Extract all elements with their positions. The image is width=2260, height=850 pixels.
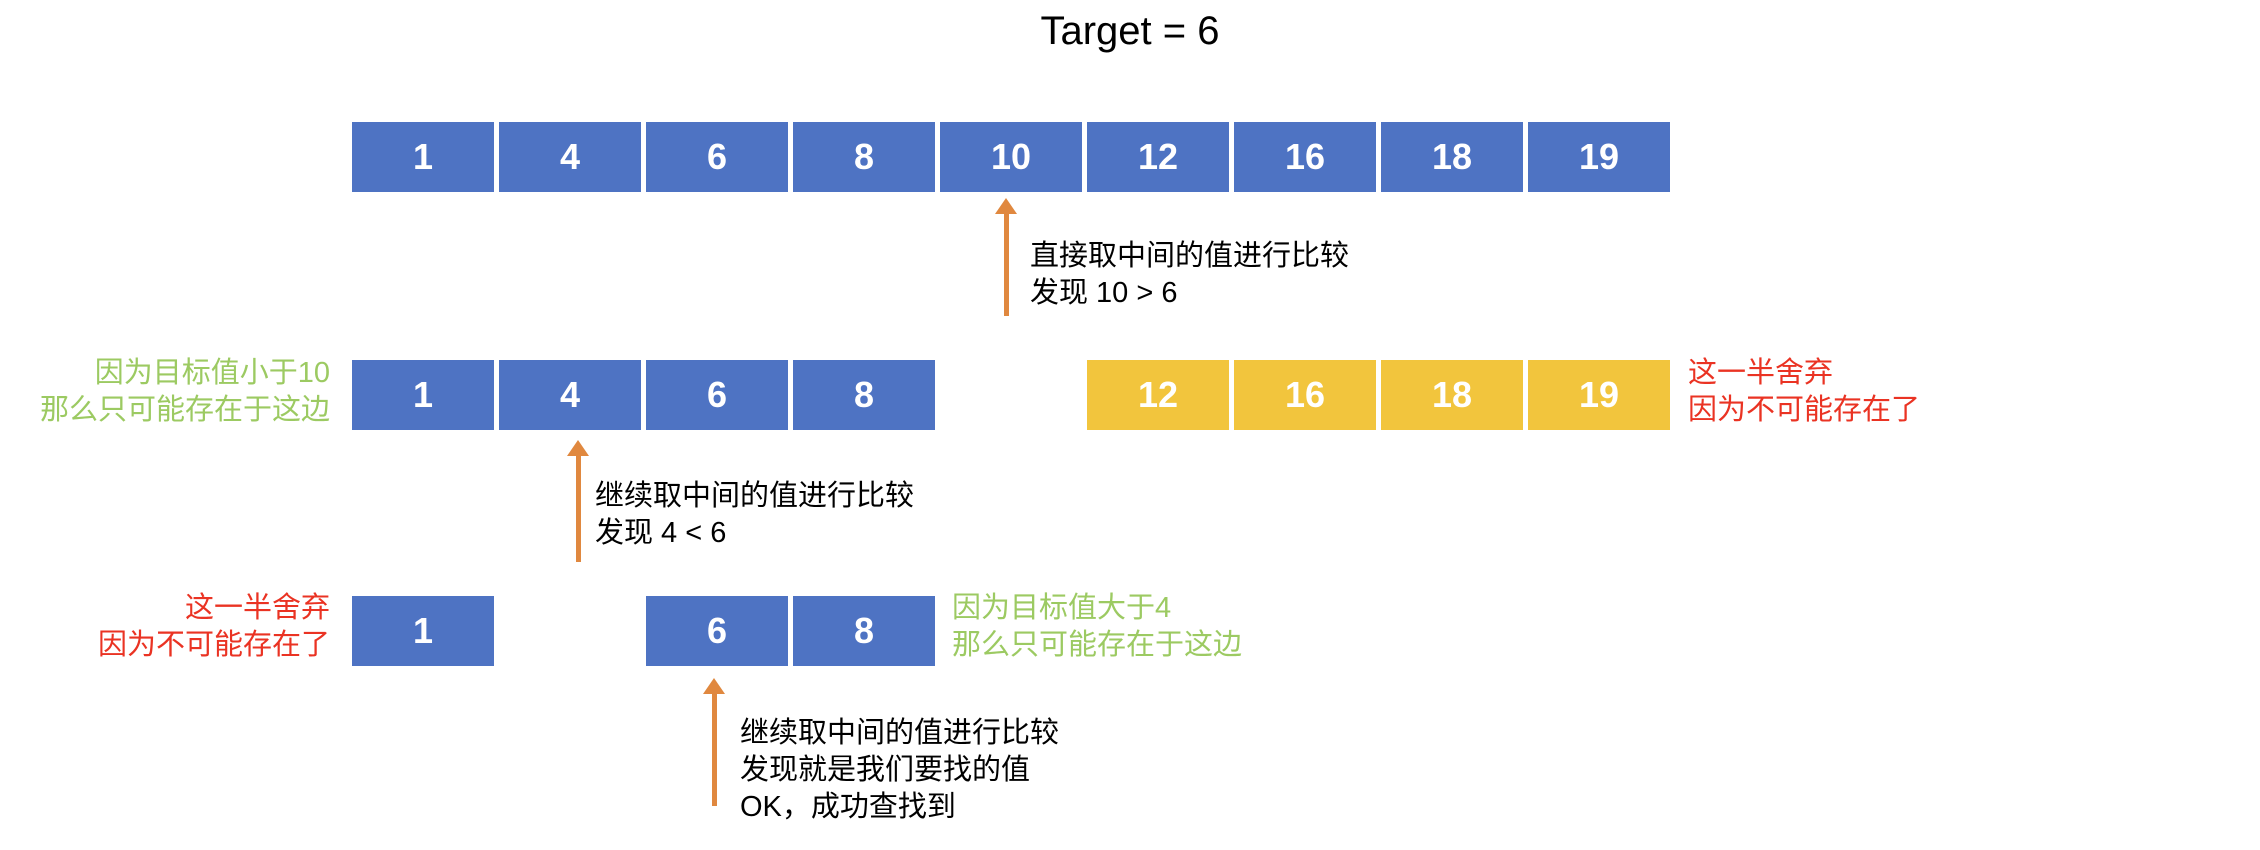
annotation-step2-line2: 发现 4 < 6 bbox=[595, 517, 727, 549]
row2-right-cell-0: 12 bbox=[1087, 360, 1229, 430]
row3-right-cell-1: 8 bbox=[793, 596, 935, 666]
cell-value: 16 bbox=[1284, 374, 1326, 415]
row3-right-cell-0: 6 bbox=[646, 596, 788, 666]
pointer-arrow-step2 bbox=[567, 440, 589, 562]
row2-left-cell-0: 1 bbox=[352, 360, 494, 430]
cell-value: 12 bbox=[1137, 374, 1179, 415]
row2-right-cell-3: 19 bbox=[1528, 360, 1670, 430]
arrow-head-icon bbox=[703, 678, 725, 694]
cell-value: 6 bbox=[706, 374, 728, 415]
cell-value: 4 bbox=[559, 374, 581, 415]
cell-value: 8 bbox=[853, 374, 875, 415]
cell-value: 4 bbox=[559, 136, 581, 177]
cell-value: 8 bbox=[853, 136, 875, 177]
row2-left-cell-3: 8 bbox=[793, 360, 935, 430]
cell-value: 10 bbox=[990, 136, 1032, 177]
annotation-step2-line1: 继续取中间的值进行比较 bbox=[595, 480, 915, 512]
row2-discard-label-line2: 因为不可能存在了 bbox=[1688, 394, 1921, 426]
cell-value: 1 bbox=[412, 610, 434, 651]
row3-keep-label-line2: 那么只可能存在于这边 bbox=[952, 629, 1243, 661]
cell-value: 1 bbox=[412, 136, 434, 177]
row2-keep-label-line1: 因为目标值小于10 bbox=[94, 357, 330, 389]
row1-cell-5: 12 bbox=[1087, 122, 1229, 192]
cell-value: 18 bbox=[1431, 374, 1473, 415]
annotation-step1: 直接取中间的值进行比较 发现 10 > 6 bbox=[1030, 238, 1349, 312]
annotation-step1-line2: 发现 10 > 6 bbox=[1030, 277, 1178, 309]
row2-left-cell-2: 6 bbox=[646, 360, 788, 430]
row3-left-cell-0: 1 bbox=[352, 596, 494, 666]
cell-value: 16 bbox=[1284, 136, 1326, 177]
arrow-head-icon bbox=[567, 440, 589, 456]
cell-value: 12 bbox=[1137, 136, 1179, 177]
pointer-arrow-step1 bbox=[995, 198, 1017, 316]
row3-keep-label: 因为目标值大于4 那么只可能存在于这边 bbox=[952, 590, 1372, 664]
arrow-shaft bbox=[1004, 210, 1009, 316]
row2-right-cell-2: 18 bbox=[1381, 360, 1523, 430]
pointer-arrow-step3 bbox=[703, 678, 725, 806]
cell-value: 19 bbox=[1578, 374, 1620, 415]
row1-cell-3: 8 bbox=[793, 122, 935, 192]
annotation-step3-line2: 发现就是我们要找的值 bbox=[740, 754, 1031, 786]
annotation-step3-line3: OK，成功查找到 bbox=[740, 791, 956, 823]
row2-discard-label-line1: 这一半舍弃 bbox=[1688, 357, 1834, 389]
annotation-step3-line1: 继续取中间的值进行比较 bbox=[740, 717, 1060, 749]
row3-discard-label-line1: 这一半舍弃 bbox=[184, 592, 330, 624]
row1-cell-2: 6 bbox=[646, 122, 788, 192]
row1-cell-7: 18 bbox=[1381, 122, 1523, 192]
row1-cell-8: 19 bbox=[1528, 122, 1670, 192]
row2-right-cell-1: 16 bbox=[1234, 360, 1376, 430]
cell-value: 18 bbox=[1431, 136, 1473, 177]
row3-discard-label: 这一半舍弃 因为不可能存在了 bbox=[0, 590, 330, 664]
cell-value: 19 bbox=[1578, 136, 1620, 177]
row1-cell-6: 16 bbox=[1234, 122, 1376, 192]
row1-cell-0: 1 bbox=[352, 122, 494, 192]
cell-value: 6 bbox=[706, 610, 728, 651]
annotation-step3: 继续取中间的值进行比较 发现就是我们要找的值 OK，成功查找到 bbox=[740, 715, 1059, 826]
row2-left-cell-1: 4 bbox=[499, 360, 641, 430]
row1-cell-4: 10 bbox=[940, 122, 1082, 192]
cell-value: 6 bbox=[706, 136, 728, 177]
row2-keep-label: 因为目标值小于10 那么只可能存在于这边 bbox=[0, 355, 330, 429]
annotation-step2: 继续取中间的值进行比较 发现 4 < 6 bbox=[595, 478, 914, 552]
row2-keep-label-line2: 那么只可能存在于这边 bbox=[39, 394, 330, 426]
row1-cell-1: 4 bbox=[499, 122, 641, 192]
row3-keep-label-line1: 因为目标值大于4 bbox=[952, 592, 1172, 624]
row2-discard-label: 这一半舍弃 因为不可能存在了 bbox=[1688, 355, 2108, 429]
page-title: Target = 6 bbox=[1040, 9, 1220, 53]
arrow-head-icon bbox=[995, 198, 1017, 214]
row3-discard-label-line2: 因为不可能存在了 bbox=[97, 629, 330, 661]
arrow-shaft bbox=[712, 690, 717, 806]
arrow-shaft bbox=[576, 452, 581, 562]
annotation-step1-line1: 直接取中间的值进行比较 bbox=[1030, 240, 1350, 272]
cell-value: 1 bbox=[412, 374, 434, 415]
cell-value: 8 bbox=[853, 610, 875, 651]
